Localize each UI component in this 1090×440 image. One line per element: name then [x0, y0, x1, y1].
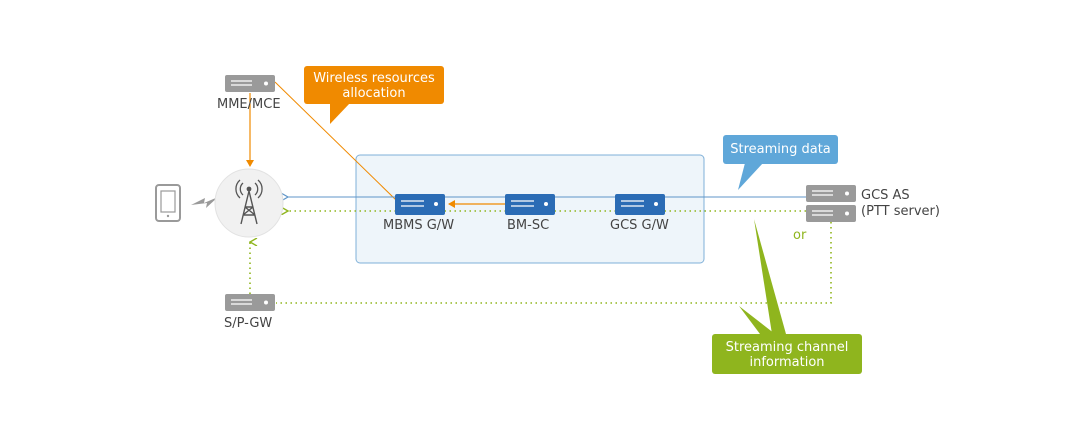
gcs-as-label-line1: GCS AS	[861, 188, 910, 203]
wireless-callout-text: Wireless resources allocation	[304, 71, 444, 101]
gcs-as-label-line2: (PTT server)	[861, 204, 940, 219]
channel-callout-line1: Streaming channel	[725, 340, 849, 355]
wireless-callout-line2: allocation	[342, 86, 406, 101]
gcs-gw-server-icon	[615, 194, 665, 215]
lightning-icon	[191, 197, 218, 208]
streaming-data-callout	[723, 135, 838, 190]
channel-callout-line2: information	[749, 355, 825, 370]
gcs-as-server-icon	[806, 185, 856, 222]
mme-mce-server-icon	[225, 75, 275, 92]
wireless-callout-line1: Wireless resources	[313, 71, 435, 86]
mbms-gw-server-icon	[395, 194, 445, 215]
streaming-channel-callout	[712, 219, 862, 374]
mme-mce-label: MME/MCE	[217, 97, 281, 112]
sp-gw-label: S/P-GW	[224, 316, 273, 331]
streaming-channel-callout-text: Streaming channel information	[712, 340, 862, 370]
streaming-data-callout-text: Streaming data	[730, 142, 831, 157]
phone-icon	[155, 184, 181, 222]
sp-gw-server-icon	[225, 294, 275, 311]
gcs-gw-label: GCS G/W	[610, 218, 669, 233]
mbms-gw-label: MBMS G/W	[383, 218, 455, 233]
or-label: or	[793, 228, 807, 243]
wireless-resources-callout	[304, 66, 444, 124]
bm-sc-server-icon	[505, 194, 555, 215]
bm-sc-label: BM-SC	[507, 218, 550, 233]
streaming-channel-alt-path	[276, 222, 832, 304]
wireless-callout-pointer-line	[274, 81, 397, 201]
antenna-tower-icon	[214, 168, 284, 238]
